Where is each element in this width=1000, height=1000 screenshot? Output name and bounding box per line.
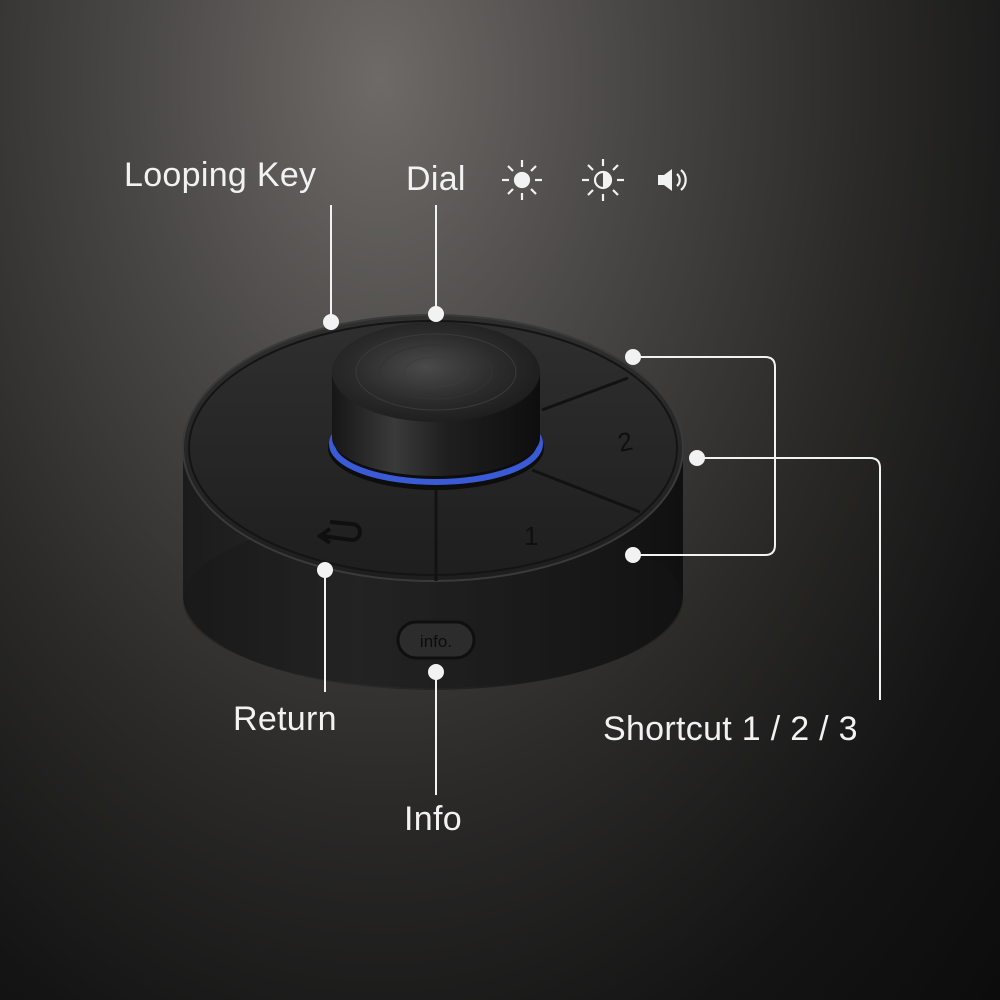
shortcut-2-key-label: 2 (615, 426, 635, 458)
dial-label: Dial (406, 160, 466, 198)
callout-lines (324, 205, 881, 795)
dial-knob[interactable] (328, 322, 544, 490)
looping-key-label: Looping Key (124, 156, 317, 194)
info-label: Info (404, 800, 462, 838)
volume-icon (658, 169, 687, 191)
return-arrow-icon[interactable] (316, 520, 362, 545)
contrast-icon (582, 159, 624, 201)
info-button[interactable]: info. (396, 620, 476, 660)
callout-dots (317, 306, 705, 680)
info-button-label: info. (420, 632, 452, 651)
shortcut-1-key-label: 1 (524, 521, 538, 551)
return-label: Return (233, 700, 337, 738)
shortcuts-label: Shortcut 1 / 2 / 3 (603, 710, 858, 748)
brightness-icon (502, 160, 542, 200)
